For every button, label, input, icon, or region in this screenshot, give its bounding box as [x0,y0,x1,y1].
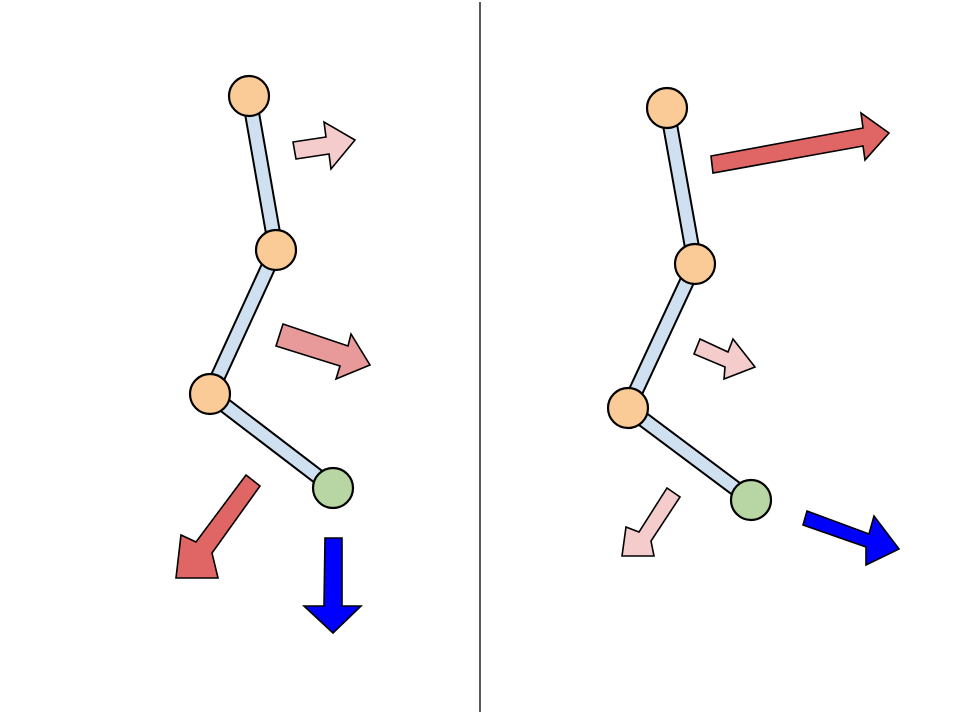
target-arrow-down [301,537,363,635]
end-effector [311,466,355,510]
force-arrow-light-2 [621,486,682,557]
end-effector [729,478,773,522]
force-arrow-strong [175,473,262,579]
force-arrow-strong [710,111,891,174]
joint-1 [227,74,271,118]
panel-left [175,74,372,635]
left-links [202,94,338,495]
target-arrow-right [802,509,901,567]
right-links [620,106,756,507]
link-1 [659,106,703,266]
panel-right [606,86,901,567]
link-1 [241,94,284,252]
link-3 [205,387,338,495]
force-arrow-light [292,120,357,171]
force-arrow-medium [274,322,372,381]
link-2 [202,246,284,398]
link-2 [620,260,703,412]
joint-3 [606,386,650,430]
joint-1 [645,86,689,130]
joint-2 [673,242,717,286]
joint-3 [188,372,232,416]
link-3 [623,401,756,507]
force-arrow-light [692,337,757,381]
joint-2 [254,228,298,272]
